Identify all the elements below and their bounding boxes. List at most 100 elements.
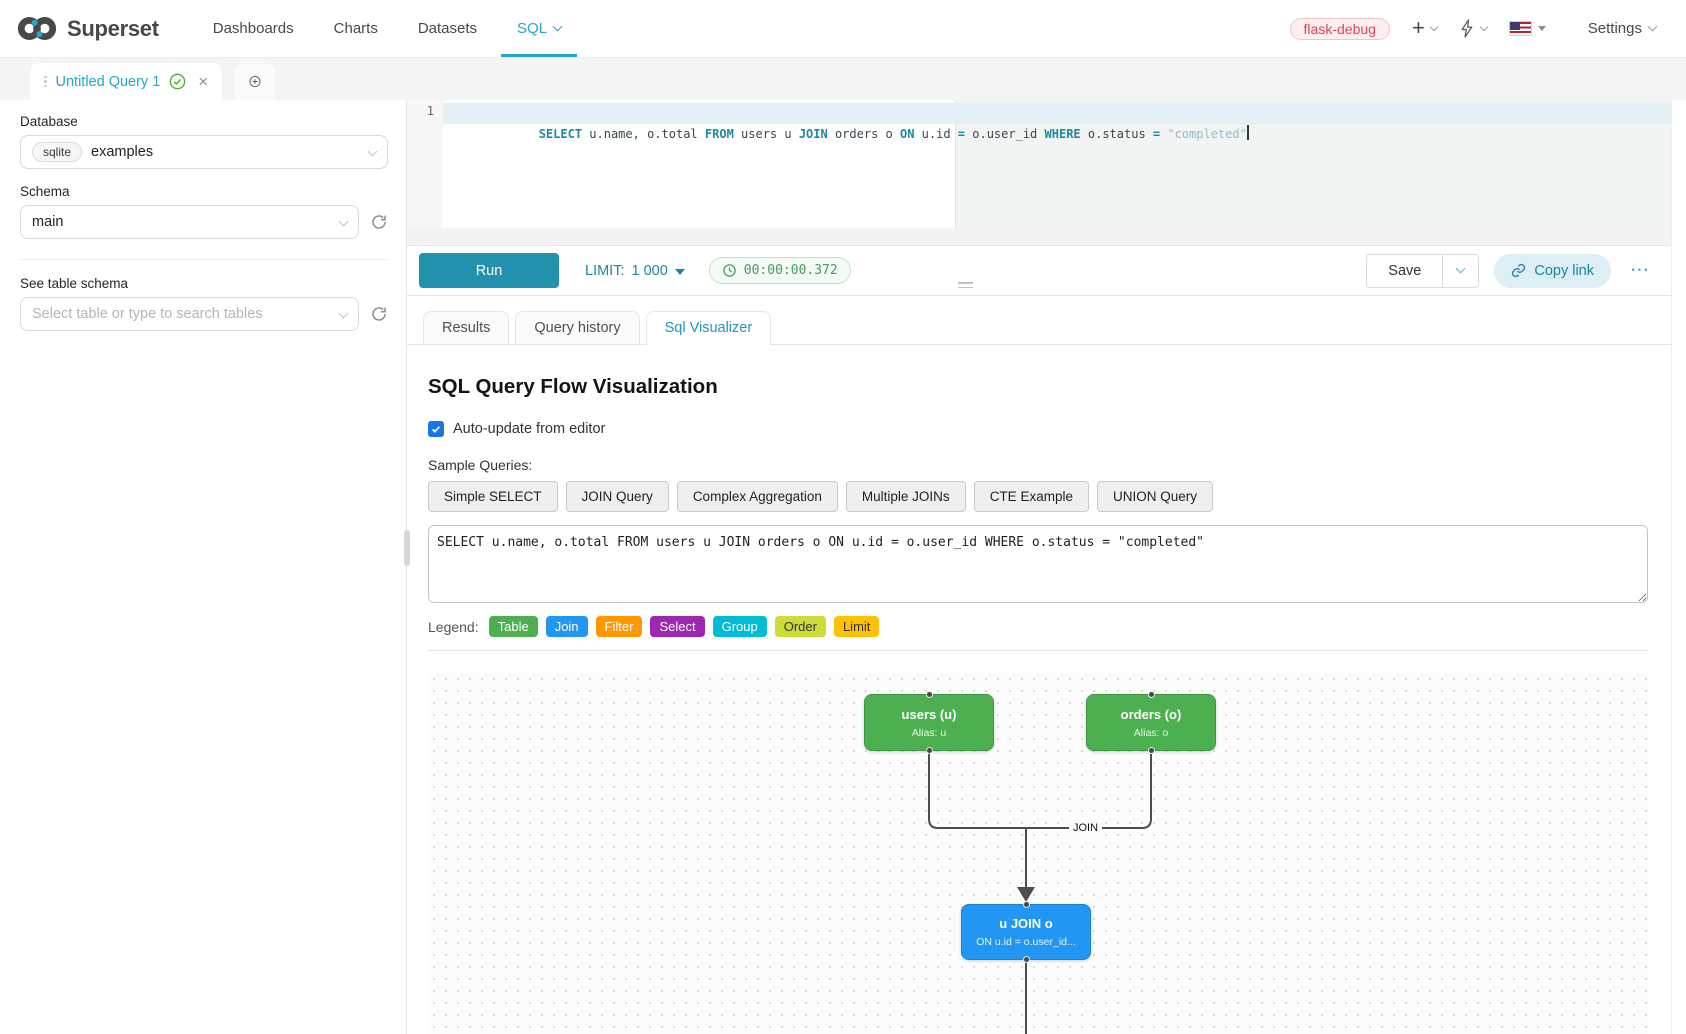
node-handle-icon[interactable] bbox=[925, 747, 933, 754]
caret-down-icon bbox=[674, 268, 685, 275]
sql-token: SELECT bbox=[538, 127, 583, 141]
scrollbar-rail[interactable] bbox=[1671, 100, 1686, 1034]
limit-label: LIMIT: bbox=[585, 262, 625, 279]
print-margin-line bbox=[955, 100, 956, 228]
sql-token: o.user_id bbox=[965, 127, 1045, 141]
editor-code-area[interactable]: SELECT u.name, o.total FROM users u JOIN… bbox=[443, 100, 1671, 228]
sql-token: JOIN bbox=[798, 127, 828, 141]
settings-menu[interactable]: Settings bbox=[1582, 20, 1662, 37]
node-handle-icon[interactable] bbox=[1022, 901, 1030, 908]
results-tabs: Results Query history Sql Visualizer bbox=[407, 296, 1671, 345]
save-button[interactable]: Save bbox=[1366, 253, 1444, 288]
refresh-schemas-button[interactable] bbox=[370, 213, 388, 231]
legend-badge-filter: Filter bbox=[595, 616, 643, 637]
refresh-tables-button[interactable] bbox=[370, 305, 388, 323]
flow-node-orders[interactable]: orders (o) Alias: o bbox=[1086, 691, 1216, 754]
text-cursor bbox=[1246, 125, 1249, 140]
navbar: Superset Dashboards Charts Datasets SQL … bbox=[0, 0, 1686, 58]
sql-visualizer-panel: SQL Query Flow Visualization Auto-update… bbox=[407, 345, 1671, 1034]
sample-query-button-simple-select[interactable]: Simple SELECT bbox=[428, 481, 558, 512]
save-options-button[interactable] bbox=[1443, 253, 1480, 288]
clock-icon bbox=[723, 264, 736, 277]
nav-dashboards[interactable]: Dashboards bbox=[212, 20, 294, 37]
node-handle-icon[interactable] bbox=[1147, 747, 1155, 754]
sample-query-button-cte-example[interactable]: CTE Example bbox=[973, 481, 1089, 512]
superset-infinity-icon bbox=[17, 17, 57, 40]
editor-resize-handle[interactable] bbox=[407, 228, 1671, 246]
join-edge-label: JOIN bbox=[1069, 820, 1103, 836]
sample-query-buttons: Simple SELECT JOIN Query Complex Aggrega… bbox=[428, 481, 1648, 512]
run-query-button[interactable]: Run bbox=[419, 253, 559, 288]
sample-query-button-complex-aggregation[interactable]: Complex Aggregation bbox=[676, 481, 838, 512]
query-tab[interactable]: Untitled Query 1 × bbox=[30, 63, 223, 100]
node-handle-icon[interactable] bbox=[925, 691, 933, 698]
tab-query-history[interactable]: Query history bbox=[515, 311, 640, 344]
node-handle-icon[interactable] bbox=[1147, 691, 1155, 698]
sql-editor[interactable]: 1 SELECT u.name, o.total FROM users u JO… bbox=[407, 100, 1671, 228]
sql-token: WHERE bbox=[1044, 127, 1081, 141]
nav-datasets[interactable]: Datasets bbox=[417, 20, 478, 37]
query-shortcuts-dropdown[interactable] bbox=[1459, 19, 1489, 38]
nav-sql[interactable]: SQL bbox=[501, 0, 578, 57]
flow-edges bbox=[928, 751, 1152, 1034]
schema-select[interactable]: main bbox=[20, 205, 359, 239]
nav-sql-label: SQL bbox=[517, 20, 548, 37]
sql-token: u.name, o.total bbox=[582, 127, 705, 141]
database-engine-badge: sqlite bbox=[32, 142, 83, 162]
sql-token: = bbox=[957, 127, 966, 141]
sample-query-button-multiple-joins[interactable]: Multiple JOINs bbox=[845, 481, 966, 512]
flow-node-users[interactable]: users (u) Alias: u bbox=[864, 691, 994, 754]
sample-query-button-join-query[interactable]: JOIN Query bbox=[565, 481, 669, 512]
table-select-placeholder: Select table or type to search tables bbox=[32, 306, 263, 322]
viz-title: SQL Query Flow Visualization bbox=[428, 375, 718, 398]
legend-badge-table: Table bbox=[488, 616, 538, 637]
copy-link-button[interactable]: Copy link bbox=[1494, 253, 1611, 288]
sample-query-button-union-query[interactable]: UNION Query bbox=[1096, 481, 1213, 512]
main-nav: Dashboards Charts Datasets SQL bbox=[193, 0, 581, 57]
node-subtitle: Alias: u bbox=[911, 726, 947, 739]
auto-update-toggle[interactable]: Auto-update from editor bbox=[428, 421, 605, 437]
chevron-down-icon bbox=[1455, 263, 1466, 274]
language-picker[interactable] bbox=[1508, 21, 1546, 36]
legend-badge-order: Order bbox=[774, 616, 826, 637]
refresh-icon bbox=[372, 215, 386, 229]
close-tab-icon[interactable]: × bbox=[198, 72, 209, 91]
lightning-icon bbox=[1461, 19, 1473, 38]
more-options-button[interactable]: ⋯ bbox=[1630, 260, 1651, 281]
limit-dropdown[interactable]: LIMIT: 1 000 bbox=[585, 263, 685, 279]
save-split-button: Save bbox=[1366, 253, 1480, 288]
nav-charts[interactable]: Charts bbox=[333, 20, 378, 37]
new-item-dropdown[interactable]: + bbox=[1412, 16, 1439, 39]
flow-canvas[interactable]: users (u) Alias: u orders (o) Alias: o bbox=[428, 673, 1648, 1034]
limit-value: 1 000 bbox=[631, 262, 668, 279]
legend-badge-limit: Limit bbox=[833, 616, 880, 637]
tab-sql-visualizer[interactable]: Sql Visualizer bbox=[645, 311, 772, 345]
node-subtitle: Alias: o bbox=[1133, 726, 1169, 739]
tab-results[interactable]: Results bbox=[423, 311, 510, 344]
sql-token: users u bbox=[733, 127, 799, 141]
database-value: examples bbox=[91, 144, 154, 160]
auto-update-label: Auto-update from editor bbox=[453, 421, 606, 437]
node-handle-icon[interactable] bbox=[1022, 956, 1030, 963]
table-select[interactable]: Select table or type to search tables bbox=[20, 297, 359, 331]
legend: Legend: Table Join Filter Select Group O… bbox=[428, 616, 1648, 637]
sidebar-resize-handle[interactable] bbox=[404, 530, 410, 566]
superset-logo[interactable]: Superset bbox=[16, 0, 159, 57]
flow-node-join[interactable]: u JOIN o ON u.id = o.user_id... bbox=[961, 901, 1091, 963]
chevron-down-icon bbox=[367, 146, 378, 156]
query-input[interactable]: SELECT u.name, o.total FROM users u JOIN… bbox=[428, 525, 1648, 603]
database-label: Database bbox=[20, 114, 78, 129]
results-resize-handle[interactable] bbox=[955, 279, 976, 291]
chevron-down-icon bbox=[552, 21, 563, 32]
sql-token: orders o bbox=[827, 127, 900, 141]
checkbox-checked-icon[interactable] bbox=[428, 421, 444, 437]
sql-token: o.status bbox=[1080, 127, 1153, 141]
new-tab-button[interactable] bbox=[235, 63, 276, 100]
viz-divider bbox=[428, 650, 1648, 651]
timer-value: 00:00:00.372 bbox=[743, 263, 838, 278]
sql-token: u.id bbox=[914, 127, 958, 141]
database-select[interactable]: sqlite examples bbox=[20, 135, 388, 169]
node-title: users (u) bbox=[901, 706, 957, 722]
sql-token: FROM bbox=[704, 127, 734, 141]
